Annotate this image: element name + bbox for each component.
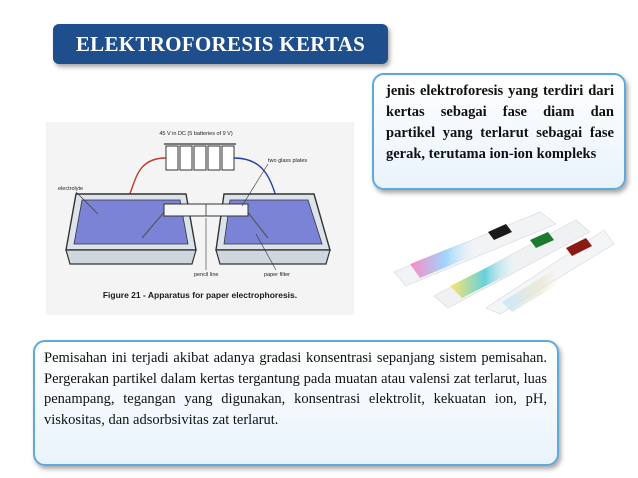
- glass-plates-label: two glass plates: [268, 158, 307, 164]
- chromatography-strips-photo: [390, 200, 618, 314]
- strip-2-spot: [530, 232, 554, 248]
- paper-strip-3: [485, 229, 615, 314]
- paper-strip-2: [433, 219, 591, 309]
- figure-caption: Figure 21 - Apparatus for paper electrop…: [103, 290, 297, 300]
- pencil-line-label: pencil line: [194, 272, 218, 278]
- battery-pack: [164, 143, 236, 171]
- voltage-label: 45 V in DC (5 batteries of 9 V): [159, 131, 233, 137]
- paper-electrophoresis-apparatus-figure: 45 V in DC (5 batteries of 9 V) two glas…: [46, 122, 354, 315]
- strip-1-spot: [488, 224, 512, 240]
- paper-strip-1: [393, 211, 557, 287]
- explanation-callout: Pemisahan ini terjadi akibat adanya grad…: [33, 340, 559, 466]
- paper-filter-label: paper filter: [264, 272, 290, 278]
- definition-callout: jenis elektroforesis yang terdiri dari k…: [372, 73, 626, 190]
- electrolyte-label: electrolyte: [58, 186, 83, 192]
- left-electrolyte-tray: [65, 193, 197, 265]
- slide-title: ELEKTROFORESIS KERTAS: [53, 24, 388, 64]
- strip-3-spot: [566, 238, 592, 256]
